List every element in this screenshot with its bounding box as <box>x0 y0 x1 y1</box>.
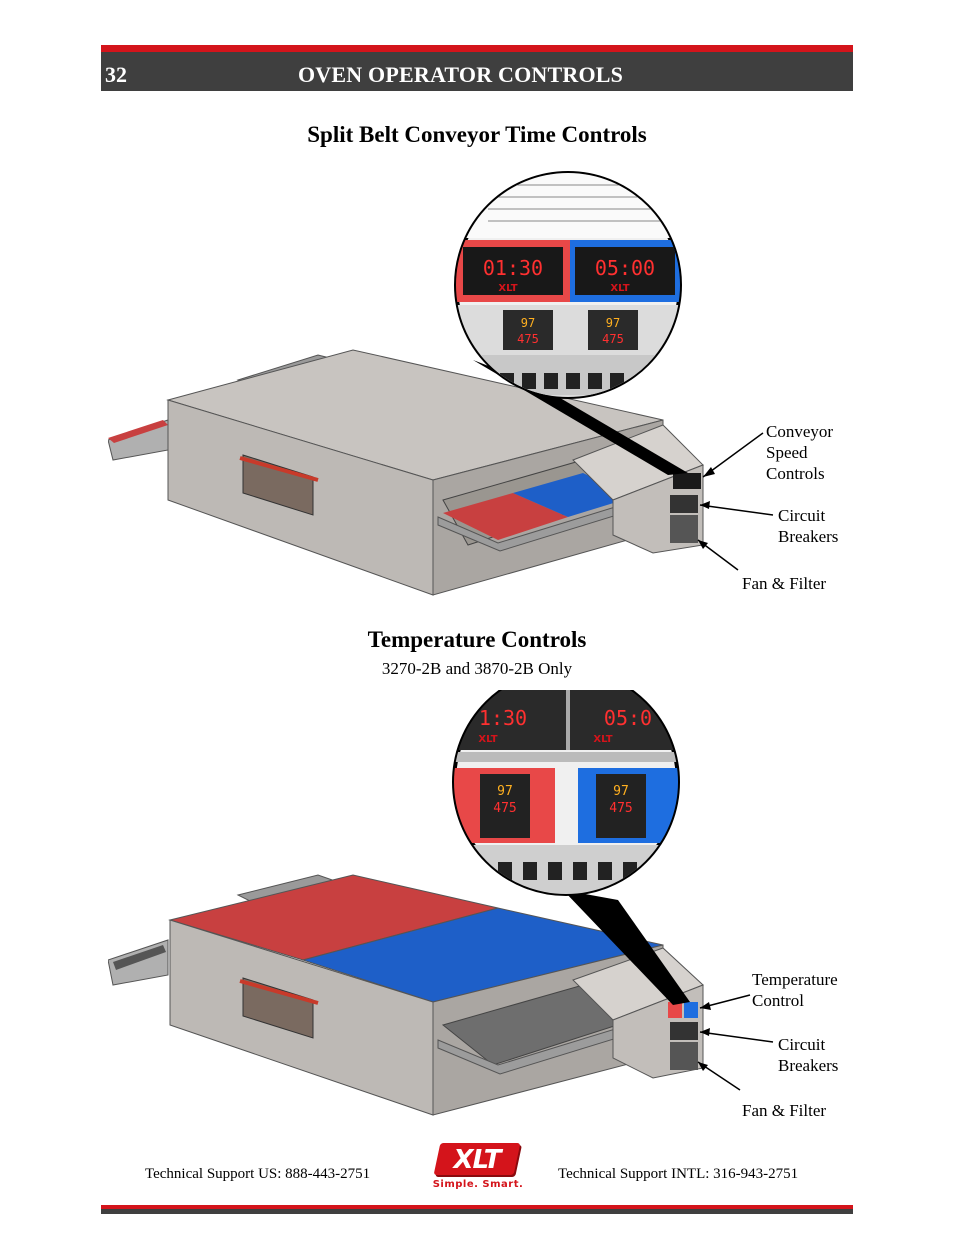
conveyor-mesh-left <box>113 945 166 970</box>
temp-control-blue <box>684 1002 698 1018</box>
brand-label-right: XLT <box>610 283 629 294</box>
temp-readout-top-left: 97 <box>521 316 535 330</box>
header-bar: 32 OVEN OPERATOR CONTROLS <box>101 45 853 91</box>
conveyor-speed-display <box>673 473 701 489</box>
oven-illustration-split-belt: 01:30 05:00 XLT XLT 97 475 97 475 <box>108 171 774 596</box>
page-number: 32 <box>105 62 127 87</box>
callout-arrow-breakers-2 <box>699 1031 774 1043</box>
temp-readout-bottom-red: 475 <box>493 801 516 816</box>
callout-arrow-breakers <box>699 504 774 516</box>
callout-circuit-breakers-1: Circuit Breakers <box>778 506 839 546</box>
conveyor-time-right-2: 05:0 <box>604 706 652 730</box>
logo-text: XLT <box>453 1145 501 1175</box>
callout-arrow-conveyor <box>702 432 764 478</box>
callout-fan-filter-1: Fan & Filter <box>742 574 827 593</box>
fan-filter-grille <box>670 515 698 543</box>
temp-readout-top-red: 97 <box>497 784 513 799</box>
tech-support-us: Technical Support US: 888-443-2751 <box>145 1166 371 1182</box>
tech-support-intl: Technical Support INTL: 316-943-2751 <box>558 1166 799 1182</box>
temp-readout-bottom-left: 475 <box>517 332 539 346</box>
section-title-conveyor: Split Belt Conveyor Time Controls <box>307 122 647 147</box>
conveyor-time-left-2: 1:30 <box>479 706 527 730</box>
temp-readout-top-blue: 97 <box>613 784 629 799</box>
belt-red-left <box>108 420 168 443</box>
callout-circuit-breakers-2: Circuit Breakers <box>778 1035 839 1075</box>
door-handle <box>239 456 319 482</box>
oven-window <box>242 454 314 516</box>
brand-label-right-2: XLT <box>593 734 612 745</box>
temp-readout-bottom-blue: 475 <box>609 801 632 816</box>
temp-readout-top-right: 97 <box>606 316 620 330</box>
temp-control-red <box>668 1002 682 1018</box>
section-subtitle-models: 3270-2B and 3870-2B Only <box>381 659 573 678</box>
xlt-logo: XLT Simple. Smart. <box>427 1143 529 1195</box>
brand-label-left: XLT <box>498 283 517 294</box>
page-title: OVEN OPERATOR CONTROLS <box>298 62 624 87</box>
brand-label-left-2: XLT <box>478 734 497 745</box>
belt-red-front <box>443 493 568 540</box>
footer-bar <box>101 1205 853 1214</box>
logo-slogan: Simple. Smart. <box>432 1179 524 1190</box>
oven-illustration-temperature: 1:30 05:0 XLT XLT 97 475 97 475 <box>108 690 774 1116</box>
callout-fan-filter-2: Fan & Filter <box>742 1101 827 1120</box>
conveyor-time-right: 05:00 <box>595 256 655 280</box>
section-title-temperature: Temperature Controls <box>367 627 587 652</box>
callout-conveyor-speed: Conveyor Speed Controls <box>766 422 834 483</box>
conveyor-time-left: 01:30 <box>483 256 543 280</box>
callout-temperature-control: Temperature Control <box>752 970 838 1010</box>
temp-readout-bottom-right: 475 <box>602 332 624 346</box>
circuit-breaker-panel <box>670 495 698 513</box>
